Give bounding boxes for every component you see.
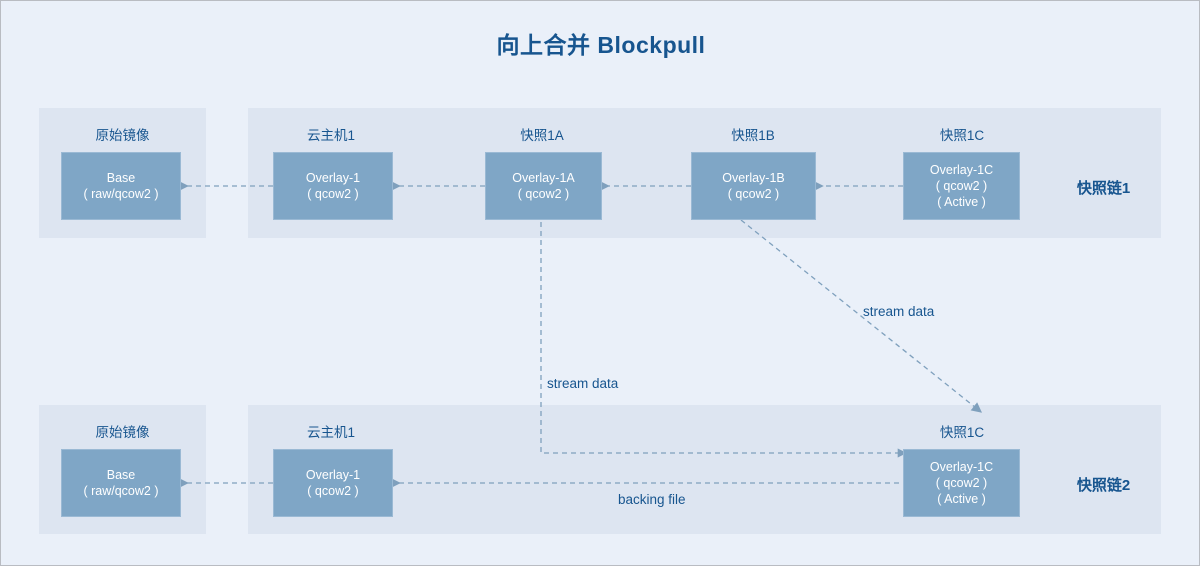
node-line: Overlay-1B — [722, 171, 785, 185]
node-line: ( qcow2 ) — [935, 179, 988, 193]
node-chain1-overlay-1c[interactable]: Overlay-1C ( qcow2 ) ( Active ) — [903, 152, 1020, 220]
node-line: Overlay-1C — [929, 163, 994, 177]
node-line: Overlay-1 — [305, 171, 361, 185]
node-chain1-overlay-1a[interactable]: Overlay-1A ( qcow2 ) — [485, 152, 602, 220]
chain1-column-label-3: 快照1B — [731, 128, 775, 143]
chain1-label: 快照链1 — [1076, 180, 1131, 197]
node-line: ( raw/qcow2 ) — [83, 187, 159, 201]
node-chain2-overlay-1[interactable]: Overlay-1 ( qcow2 ) — [273, 449, 393, 517]
node-chain2-overlay-1c[interactable]: Overlay-1C ( qcow2 ) ( Active ) — [903, 449, 1020, 517]
node-line: Overlay-1A — [512, 171, 575, 185]
node-line: ( raw/qcow2 ) — [83, 484, 159, 498]
page-title: 向上合并 Blockpull — [496, 32, 706, 58]
label-stream-data-vertical: stream data — [547, 376, 619, 391]
chain1-column-label-1: 云主机1 — [306, 128, 355, 143]
node-line: ( qcow2 ) — [727, 187, 780, 201]
node-line: Overlay-1C — [929, 460, 994, 474]
node-line: ( qcow2 ) — [307, 187, 359, 201]
edge-stream-data-diagonal — [740, 219, 983, 413]
node-chain2-base[interactable]: Base ( raw/qcow2 ) — [61, 449, 181, 517]
node-chain1-overlay-1b[interactable]: Overlay-1B ( qcow2 ) — [691, 152, 816, 220]
chain2-column-label-2: 快照1C — [939, 425, 985, 440]
node-line: Overlay-1 — [305, 468, 361, 482]
node-line: ( qcow2 ) — [307, 484, 359, 498]
node-line: ( Active ) — [937, 492, 986, 506]
chain1-column-label-4: 快照1C — [939, 128, 985, 143]
chain1-column-label-0: 原始镜像 — [95, 128, 150, 143]
label-stream-data-diagonal: stream data — [863, 304, 935, 319]
chain2-column-label-1: 云主机1 — [306, 425, 355, 440]
node-line: Base — [106, 468, 136, 482]
node-line: ( qcow2 ) — [935, 476, 988, 490]
chain2-column-label-0: 原始镜像 — [95, 425, 150, 440]
node-line: ( Active ) — [937, 195, 986, 209]
label-backing-file: backing file — [618, 492, 686, 507]
node-line: Base — [106, 171, 136, 185]
node-line: ( qcow2 ) — [517, 187, 570, 201]
node-chain1-base[interactable]: Base ( raw/qcow2 ) — [61, 152, 181, 220]
chain2-label: 快照链2 — [1076, 477, 1131, 494]
chain1-column-label-2: 快照1A — [520, 128, 564, 143]
node-chain1-overlay-1[interactable]: Overlay-1 ( qcow2 ) — [273, 152, 393, 220]
